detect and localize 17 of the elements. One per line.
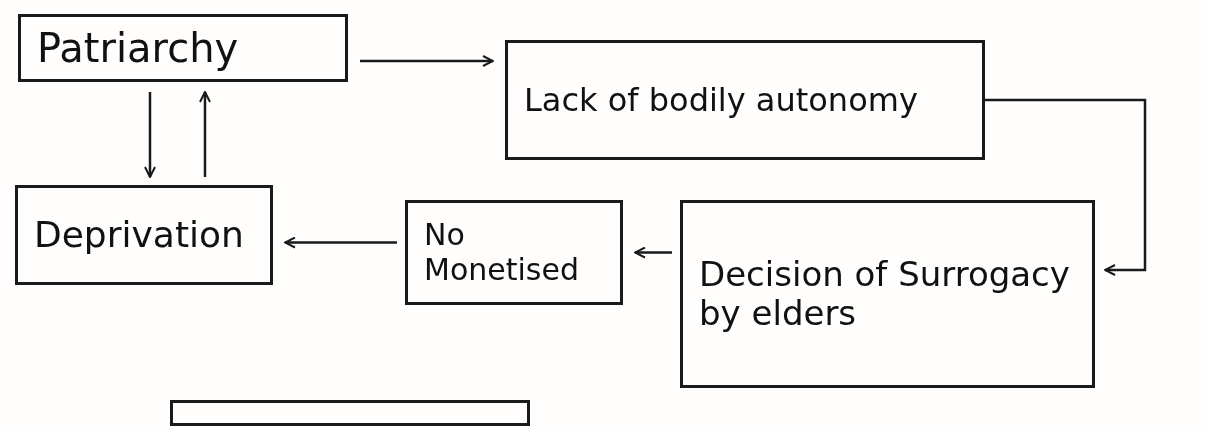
arrow (144, 92, 156, 178)
arrow (634, 246, 672, 259)
node-label: Decision of Surrogacy by elders (699, 254, 1071, 334)
arrow (360, 55, 494, 67)
node-label: Deprivation (34, 214, 244, 256)
node-label: Lack of bodily autonomy (524, 81, 918, 119)
process-box (18, 14, 348, 82)
node-label: Patriarchy (37, 25, 239, 71)
empty-box (170, 400, 530, 426)
process-box (680, 200, 1095, 388)
arrow (985, 98, 1147, 276)
process-box (505, 40, 985, 160)
process-box (405, 200, 623, 305)
process-box (15, 185, 273, 285)
arrow (199, 91, 211, 177)
node-label: No Monetised (424, 218, 580, 287)
arrow (284, 236, 397, 249)
